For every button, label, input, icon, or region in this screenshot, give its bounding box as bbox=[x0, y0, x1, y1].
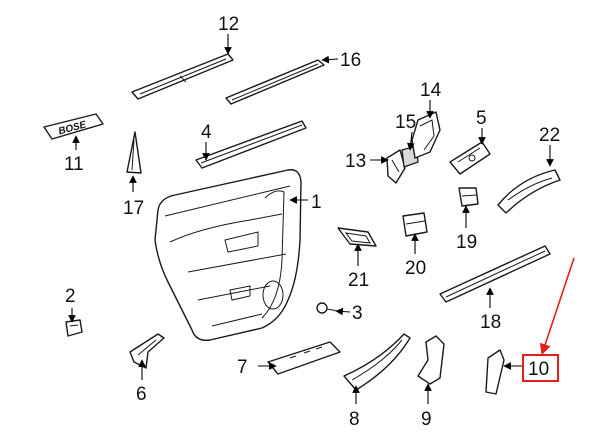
callout-1: 1 bbox=[311, 192, 322, 213]
callout-labels: 12 16 11 17 4 1 13 15 14 5 22 19 20 21 1… bbox=[64, 14, 560, 430]
callout-21: 21 bbox=[348, 270, 369, 291]
callout-20: 20 bbox=[405, 258, 426, 279]
part-7-switch-panel bbox=[267, 341, 341, 375]
part-6-bracket bbox=[129, 333, 165, 369]
callout-18: 18 bbox=[480, 312, 501, 333]
part-1-door-trim-panel bbox=[154, 169, 302, 341]
callout-16: 16 bbox=[340, 50, 361, 71]
callout-3: 3 bbox=[352, 303, 363, 324]
callout-19: 19 bbox=[456, 232, 477, 253]
part-20-switch bbox=[402, 212, 428, 237]
part-22-pull-handle bbox=[497, 169, 561, 214]
part-8-armrest-trim bbox=[343, 333, 411, 391]
callout-8: 8 bbox=[349, 409, 360, 430]
callout-13: 13 bbox=[345, 151, 366, 172]
part-2-clip bbox=[65, 319, 83, 337]
part-16-weatherstrip bbox=[225, 59, 325, 105]
callout-12: 12 bbox=[218, 14, 239, 35]
part-21-handle-bezel bbox=[337, 227, 377, 247]
callout-14: 14 bbox=[420, 80, 442, 101]
callout-5: 5 bbox=[476, 108, 487, 129]
part-4-belt-molding bbox=[195, 120, 307, 169]
part-5-switch-bezel bbox=[449, 141, 491, 175]
highlight-box bbox=[522, 354, 559, 382]
callout-7: 7 bbox=[237, 357, 248, 378]
highlight-callout-10 bbox=[522, 257, 575, 382]
callout-6: 6 bbox=[136, 384, 147, 405]
callout-10: 10 bbox=[528, 359, 549, 380]
part-3-screw bbox=[316, 302, 339, 314]
part-14-bracket bbox=[411, 111, 441, 159]
part-9-handle-trim bbox=[417, 335, 445, 385]
part-13-bracket bbox=[386, 149, 406, 184]
callout-15: 15 bbox=[395, 112, 416, 133]
part-18-sill-strip bbox=[439, 245, 551, 303]
callout-11: 11 bbox=[64, 154, 84, 175]
callout-2: 2 bbox=[65, 286, 76, 307]
callout-17: 17 bbox=[123, 198, 144, 219]
part-17-corner-cover bbox=[126, 131, 142, 174]
callout-4: 4 bbox=[201, 122, 212, 143]
callout-9: 9 bbox=[421, 409, 432, 430]
part-19-switch bbox=[458, 187, 479, 207]
part-12-belt-molding bbox=[131, 53, 234, 100]
part-10-trim-piece bbox=[485, 349, 505, 395]
leader-lines bbox=[68, 34, 554, 404]
callout-22: 22 bbox=[539, 125, 560, 146]
part-11-speaker-emblem: BOSE bbox=[43, 113, 104, 140]
